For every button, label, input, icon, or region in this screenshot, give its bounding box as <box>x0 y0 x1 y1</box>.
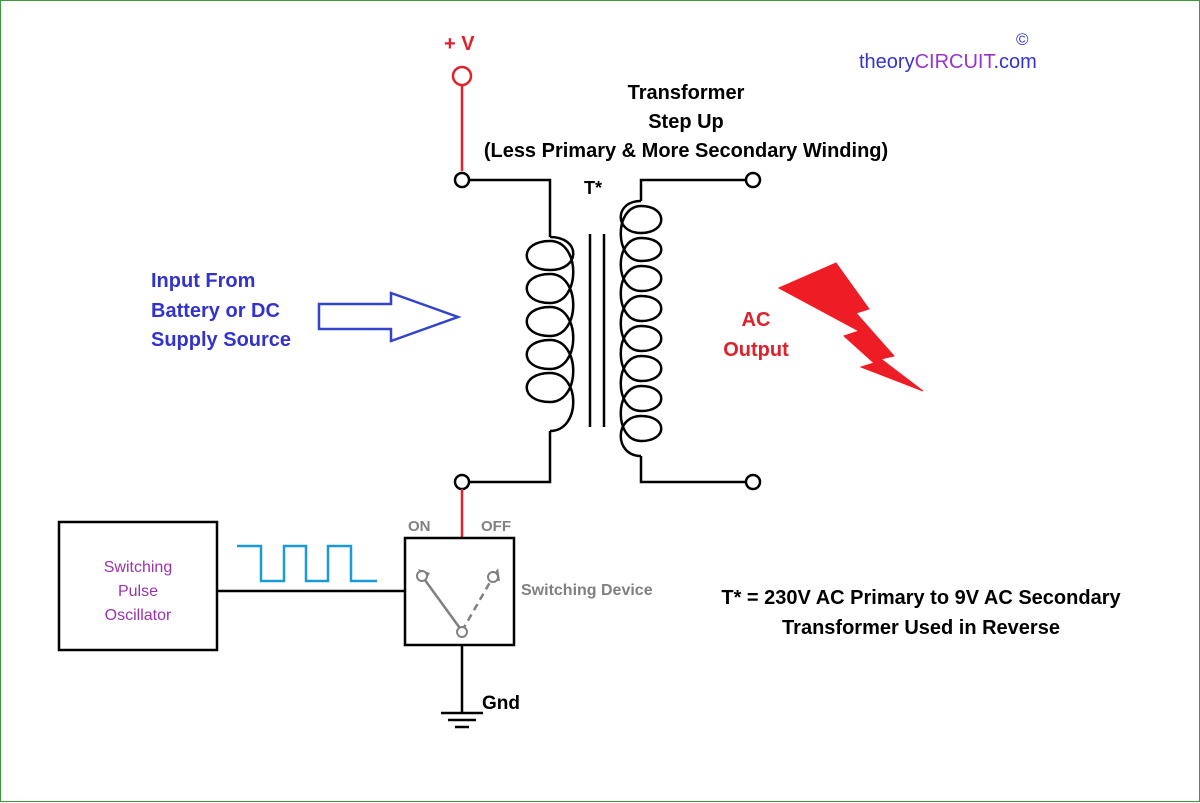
output-note-line2: Output <box>723 339 789 361</box>
transformer-designator: T* <box>584 178 602 198</box>
switch-on-lever <box>420 575 464 632</box>
transformer-title-line3: (Less Primary & More Secondary Winding) <box>483 140 889 162</box>
watermark-suffix: .com <box>993 51 1037 73</box>
supply-terminal <box>451 65 473 87</box>
secondary-bottom-terminal <box>744 473 762 491</box>
switch-common-contact <box>456 626 468 638</box>
primary-bottom-terminal <box>453 473 471 491</box>
input-note-line3: Supply Source <box>151 329 292 351</box>
switch-off-contact <box>487 571 499 583</box>
footnote-line1: T* = 230V AC Primary to 9V AC Secondary <box>721 587 1121 609</box>
footnote-line2: Transformer Used in Reverse <box>782 616 1060 639</box>
site-watermark: theoryCIRCUIT.com <box>859 52 1037 72</box>
ground-label: Gnd <box>482 693 520 714</box>
primary-bottom-wire <box>469 431 552 484</box>
watermark-prefix: theory <box>859 51 915 73</box>
input-arrow <box>317 291 462 343</box>
supply-label: + V <box>444 33 475 55</box>
primary-top-wire <box>469 178 552 237</box>
watermark-brand: CIRCUIT <box>914 51 994 73</box>
copyright-symbol: © <box>1016 30 1029 49</box>
primary-top-terminal <box>453 171 471 189</box>
transformer-title: Transformer Step Up (Less Primary & More… <box>471 79 901 166</box>
output-note-line1: AC <box>741 309 771 331</box>
lightning-bolt-icon <box>777 262 924 392</box>
oscillator-label-line1: Switching <box>103 559 173 576</box>
switch-off-label: OFF <box>481 518 511 535</box>
switch-device-label: Switching Device <box>521 582 653 599</box>
switch-on-label: ON <box>408 518 431 535</box>
input-note-line2: Battery or DC <box>151 299 280 322</box>
oscillator-label: Switching Pulse Oscillator <box>59 556 217 628</box>
oscillator-box <box>57 520 219 652</box>
secondary-top-wire <box>639 178 746 201</box>
switch-off-lever <box>460 576 495 632</box>
footnote: T* = 230V AC Primary to 9V AC Secondary … <box>701 584 1141 643</box>
oscillator-label-line3: Oscillator <box>104 607 172 624</box>
transformer-title-line1: Transformer <box>627 82 745 104</box>
secondary-coil <box>619 199 663 458</box>
oscillator-label-line2: Pulse <box>117 583 159 600</box>
switch-on-contact <box>416 570 428 582</box>
secondary-top-terminal <box>744 171 762 189</box>
secondary-bottom-wire <box>639 456 746 484</box>
transformer-title-line2: Step Up <box>648 111 724 133</box>
input-note-line1: Input From <box>151 270 256 292</box>
primary-coil <box>525 235 575 433</box>
input-note: Input From Battery or DC Supply Source <box>151 267 291 356</box>
output-note: AC Output <box>711 305 801 365</box>
pulse-waveform <box>237 544 377 583</box>
